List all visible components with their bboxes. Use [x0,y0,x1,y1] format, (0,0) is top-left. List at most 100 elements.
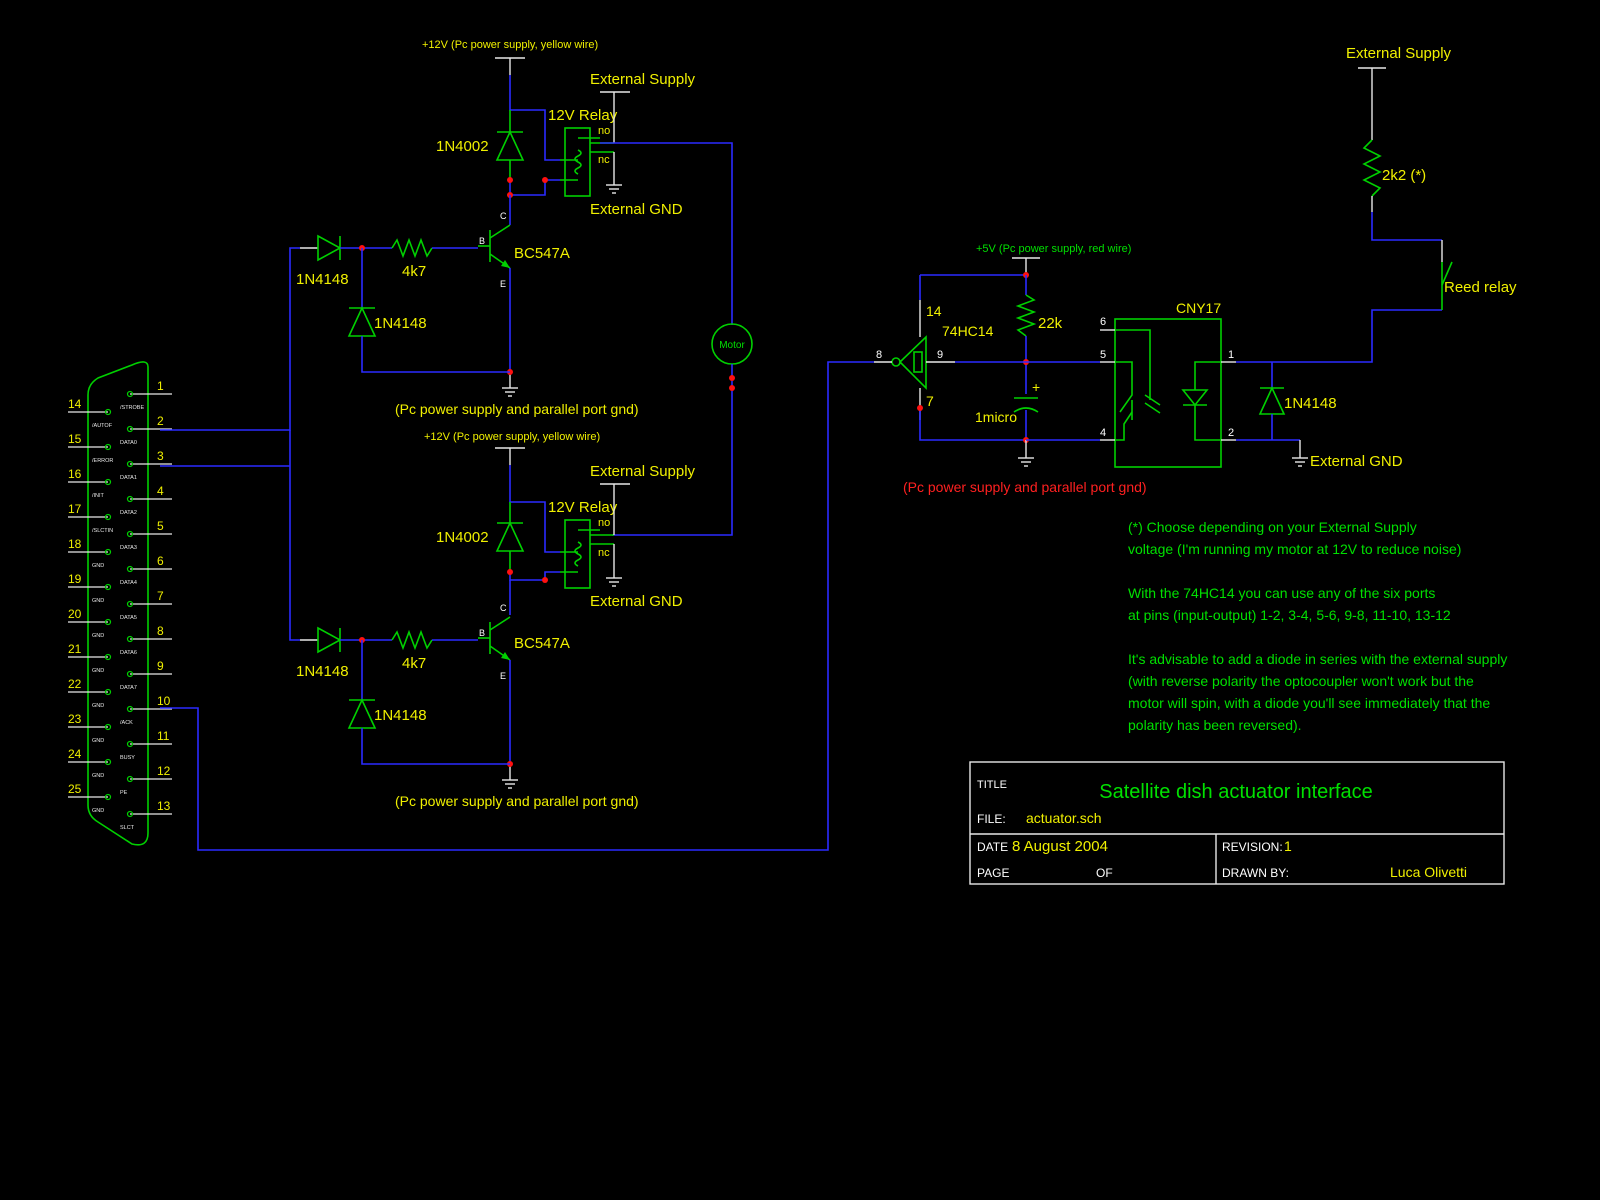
db25-pin-dot [104,688,112,696]
din1-label: 1N4148 [296,271,349,288]
opto-pin4: 4 [1100,427,1106,439]
q1-b: B [479,236,485,246]
db25-pin-number: 1 [157,379,164,393]
ic-pin14: 14 [926,303,942,319]
db25-pin-dot [126,775,134,783]
db25-pin-dot [104,653,112,661]
db25-pin-dot [104,618,112,626]
db25-pin-number: 4 [157,484,164,498]
db25-pin-number: 21 [68,642,82,656]
q2-c: C [500,603,507,613]
relay2-label: 12V Relay [548,499,618,516]
relay1-label: 12V Relay [548,107,618,124]
drawn-label: DRAWN BY: [1222,866,1289,880]
note-line-8: polarity has been reversed). [1128,717,1302,733]
wire-ack [160,361,874,851]
ext-gnd-bottom: External GND [590,593,683,610]
db25-pin-dot [126,670,134,678]
ic-pin7: 7 [926,393,934,409]
ext-supply-right: External Supply [1346,45,1452,62]
db25-pin-number: 13 [157,799,171,813]
ext-supply-bottom: External Supply [590,463,696,480]
note-line-4: at pins (input-output) 1-2, 3-4, 5-6, 9-… [1128,607,1451,623]
opto-pin2: 2 [1228,427,1234,439]
db25-pin-number: 15 [68,432,82,446]
db25-connector: 1/STROBE2DATA03DATA14DATA25DATA36DATA47D… [68,361,172,846]
revision-label: REVISION: [1222,840,1283,854]
db25-pin-signal: /STROBE [120,405,144,411]
db25-pin-signal: /SLCTIN [92,528,113,534]
db25-pin-signal: DATA0 [120,440,137,446]
db25-pin-signal: BUSY [120,755,135,761]
db25-pin-dot [126,635,134,643]
reed-label: Reed relay [1444,279,1517,296]
db25-pin-number: 16 [68,467,82,481]
pc-gnd-top: (Pc power supply and parallel port gnd) [395,401,639,417]
db25-pin-number: 19 [68,572,82,586]
pc-gnd-right: (Pc power supply and parallel port gnd) [903,479,1147,495]
relay1-nc: nc [598,154,610,166]
db25-pin-signal: DATA4 [120,580,137,586]
db25-pin-number: 12 [157,764,171,778]
note-line-1: (*) Choose depending on your External Su… [1128,519,1417,535]
opto-pin5: 5 [1100,349,1106,361]
opto-pin1: 1 [1228,349,1234,361]
db25-pin-signal: GND [92,563,104,569]
page-label: PAGE [977,866,1009,880]
relay2-nc: nc [598,547,610,559]
db25-pin-dot [126,530,134,538]
q1-c: C [500,211,507,221]
file-value: actuator.sch [1026,810,1102,826]
note-line-7: motor will spin, with a diode you'll see… [1128,695,1490,711]
db25-pin-signal: SLCT [120,825,135,831]
db25-pin-dot [126,740,134,748]
title-label: TITLE [977,779,1007,791]
r2k2-label: 2k2 (*) [1382,167,1426,184]
r22k-label: 22k [1038,315,1063,332]
d1-label: 1N4002 [436,138,489,155]
db25-pin-signal: /AUTOF [92,423,113,429]
q2-e: E [500,671,506,681]
db25-pin-number: 20 [68,607,82,621]
db25-pin-dot [126,495,134,503]
ic-pin9: 9 [937,349,943,361]
cap-plus: + [1032,379,1040,395]
db25-pin-number: 9 [157,659,164,673]
r1-label: 4k7 [402,263,426,280]
db25-pin-signal: DATA3 [120,545,137,551]
db25-pin-dot [104,583,112,591]
db25-pin-signal: GND [92,773,104,779]
db25-pin-signal: GND [92,633,104,639]
db25-pin-dot [104,548,112,556]
drawn-value: Luca Olivetti [1390,864,1467,880]
db25-pin-number: 23 [68,712,82,726]
sensor-stage: +5V (Pc power supply, red wire) 14 74HC1… [874,45,1517,495]
db25-pin-number: 14 [68,397,82,411]
db25-pin-number: 24 [68,747,82,761]
db25-pin-dot [104,723,112,731]
ic-label: 74HC14 [942,323,994,339]
note-line-5: It's advisable to add a diode in series … [1128,651,1507,667]
note-line-3: With the 74HC14 you can use any of the s… [1128,585,1435,601]
v5-label: +5V (Pc power supply, red wire) [976,243,1131,255]
db25-pin-number: 7 [157,589,164,603]
db25-pin-signal: GND [92,703,104,709]
date-label: DATE [977,840,1008,854]
dclamp2-label: 1N4148 [374,707,427,724]
q1-label: BC547A [514,245,570,262]
db25-pin-dot [104,443,112,451]
db25-pin-number: 8 [157,624,164,638]
db25-pin-number: 3 [157,449,164,463]
q2-b: B [479,628,485,638]
db25-pin-dot [104,793,112,801]
driver-stage-top: +12V (Pc power supply, yellow wire) 1N40… [296,39,733,417]
db25-pin-signal: GND [92,668,104,674]
db25-pin-signal: DATA2 [120,510,137,516]
db25-pin-signal: DATA7 [120,685,137,691]
db25-pin-number: 6 [157,554,164,568]
db25-pin-signal: /ERROR [92,458,113,464]
title-value: Satellite dish actuator interface [1099,781,1373,803]
title-block: TITLE Satellite dish actuator interface … [969,761,1505,885]
db25-pin-number: 10 [157,694,171,708]
db25-pin-signal: DATA6 [120,650,137,656]
